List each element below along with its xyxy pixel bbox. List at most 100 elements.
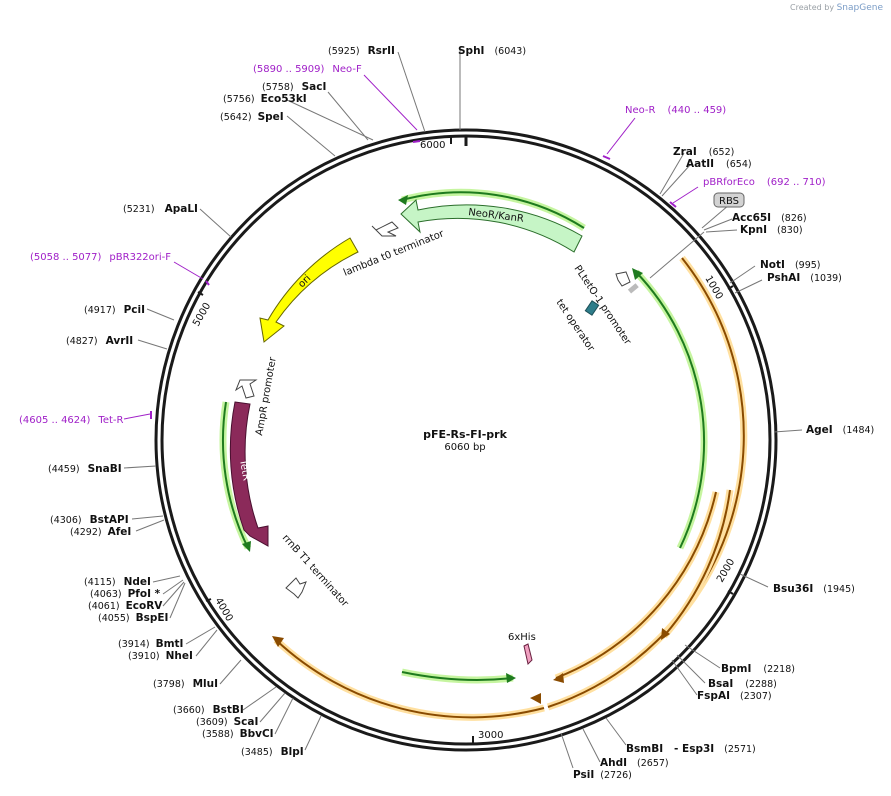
site-bsmbi: BsmBI bbox=[626, 743, 663, 755]
tet-operator-box bbox=[584, 300, 600, 316]
site-bstbi: (3660)BstBI bbox=[173, 704, 244, 716]
site-pfoi: (4063)PfoI * bbox=[90, 588, 161, 600]
backbone-outer-ring bbox=[154, 128, 778, 752]
tick-5000 bbox=[197, 291, 204, 296]
site-esp3i: - Esp3I(2571) bbox=[674, 743, 756, 755]
site-avrii: (4827)AvrII bbox=[66, 335, 133, 347]
orf-neor-top-line bbox=[401, 191, 585, 229]
site-bpmi: BpmI(2218) bbox=[721, 663, 795, 675]
ampr-promoter-label: AmpR promoter bbox=[254, 355, 279, 436]
site-scai: (3609)ScaI bbox=[196, 716, 258, 728]
site-agei: AgeI(1484) bbox=[806, 424, 874, 436]
site-nhei: (3910)NheI bbox=[128, 650, 193, 662]
site-labels: SphI(6043) (5925)RsrII (5758)SacI (5756)… bbox=[48, 45, 874, 781]
site-ndei: (4115)NdeI bbox=[84, 576, 151, 588]
site-leaders bbox=[123, 48, 803, 769]
site-bbvci: (3588)BbvCI bbox=[202, 728, 274, 740]
site-rsrii: (5925)RsrII bbox=[328, 45, 395, 57]
orf-mid-orange-head bbox=[553, 673, 564, 683]
plasmid-size: 6060 bp bbox=[444, 442, 485, 453]
tick-marks bbox=[197, 136, 734, 744]
orf-inner-orange-head bbox=[661, 628, 670, 640]
credit-prefix: Created by bbox=[790, 3, 835, 12]
site-fspai: FspAI(2307) bbox=[697, 690, 772, 702]
orf-neor-top-head bbox=[398, 195, 408, 205]
site-snabi: (4459)SnaBI bbox=[48, 463, 122, 475]
site-pcii: (4917)PciI bbox=[84, 304, 145, 316]
neor-feature bbox=[400, 199, 583, 253]
tick-1000 bbox=[727, 285, 734, 290]
site-bmti: (3914)BmtI bbox=[118, 638, 183, 650]
tick-label-6000: 6000 bbox=[420, 140, 445, 151]
site-mlui: (3798)MluI bbox=[153, 678, 218, 690]
rrnb-terminator-arrow bbox=[285, 577, 307, 599]
orf-bottom-orange-line bbox=[275, 639, 545, 719]
tick-4000 bbox=[205, 598, 212, 602]
site-aatii: AatII(654) bbox=[686, 158, 752, 170]
rbs-box bbox=[713, 192, 745, 208]
ori-feature bbox=[259, 237, 359, 343]
rbs-label: RBS bbox=[719, 196, 739, 207]
primer-neo-r: Neo-R(440 .. 459) bbox=[625, 105, 726, 116]
orf-bottom-green-line bbox=[401, 671, 514, 681]
tick-2000 bbox=[727, 590, 734, 595]
orf-arrows bbox=[219, 188, 748, 721]
primer-neo-f: (5890 .. 5909)Neo-F bbox=[253, 64, 362, 75]
site-sphi: SphI(6043) bbox=[458, 45, 526, 57]
site-saci: (5758)SacI bbox=[262, 81, 326, 93]
site-bstapi: (4306)BstAPI bbox=[50, 514, 129, 526]
primer-mark-pbr322ori-f bbox=[205, 280, 210, 286]
site-psii: PsiI(2726) bbox=[573, 769, 632, 781]
orf-right-green-line bbox=[635, 271, 705, 549]
site-bsu36i: Bsu36I(1945) bbox=[773, 583, 855, 595]
orf-inner-orange-line bbox=[663, 489, 731, 637]
site-eco53ki: (5756)Eco53kI bbox=[223, 93, 307, 105]
site-blpi: (3485)BlpI bbox=[241, 746, 304, 758]
site-bsai: BsaI(2288) bbox=[708, 678, 777, 690]
ampr-promoter-arrow bbox=[234, 379, 258, 399]
tetr-label: TetR bbox=[237, 458, 252, 482]
site-bspei: (4055)BspEI bbox=[98, 612, 168, 624]
primer-tet-r: (4605 .. 4624)Tet-R bbox=[19, 415, 124, 426]
lambda-terminator-arrow bbox=[371, 221, 399, 237]
site-kpni: KpnI(830) bbox=[740, 224, 803, 236]
orf-mid-orange-line bbox=[555, 491, 717, 679]
6xhis-label: 6xHis bbox=[508, 632, 536, 643]
orf-right-green-head bbox=[632, 268, 643, 280]
orf-bottom-green-head bbox=[506, 673, 516, 683]
primer-leaders bbox=[123, 74, 699, 420]
site-noti: NotI(995) bbox=[760, 259, 820, 271]
rbs-badge: RBS bbox=[713, 192, 745, 208]
orf-right-green bbox=[633, 269, 708, 550]
snapgene-logo-text: SnapGene bbox=[836, 3, 883, 13]
plasmid-name: pFE-Rs-FI-prk bbox=[423, 428, 508, 441]
6xhis-feature bbox=[523, 643, 533, 665]
site-spei: (5642)SpeI bbox=[220, 111, 284, 123]
tick-label-4000: 4000 bbox=[212, 596, 234, 624]
pltet-promoter-arrow bbox=[615, 271, 631, 287]
site-apali: (5231)ApaLI bbox=[123, 203, 198, 215]
pltet-small-box bbox=[627, 283, 639, 294]
rrnb-terminator-label: rrnB T1 terminator bbox=[280, 533, 351, 610]
tetr-feature bbox=[229, 401, 269, 547]
orf-bottom-orange-head bbox=[272, 636, 284, 647]
primer-labels: (5890 .. 5909)Neo-F Neo-R(440 .. 459) pB… bbox=[19, 64, 826, 426]
plasmid-title: pFE-Rs-FI-prk 6060 bp bbox=[423, 428, 508, 453]
site-ahdi: AhdI(2657) bbox=[600, 757, 669, 769]
primer-marks bbox=[150, 140, 677, 419]
site-zrai: ZraI(652) bbox=[673, 146, 734, 158]
primer-mark-neo-r bbox=[602, 155, 611, 160]
tick-label-3000: 3000 bbox=[478, 730, 503, 741]
orf-left-green-line bbox=[221, 401, 249, 549]
primer-mark-pbrforeco bbox=[669, 201, 677, 208]
site-acc65i: Acc65I(826) bbox=[732, 212, 807, 224]
snapgene-credit: Created by SnapGene bbox=[790, 3, 883, 13]
site-pshai: PshAI(1039) bbox=[767, 272, 842, 284]
orf-left-green-head bbox=[242, 541, 251, 552]
site-afei: (4292)AfeI bbox=[70, 526, 131, 538]
site-ecorv: (4061)EcoRV bbox=[88, 600, 163, 612]
primer-pbrforeco: pBRforEco(692 .. 710) bbox=[703, 177, 826, 188]
primer-pbr322ori-f: (5058 .. 5077)pBR322ori-F bbox=[30, 252, 171, 263]
primer-mark-neo-f bbox=[412, 140, 421, 143]
